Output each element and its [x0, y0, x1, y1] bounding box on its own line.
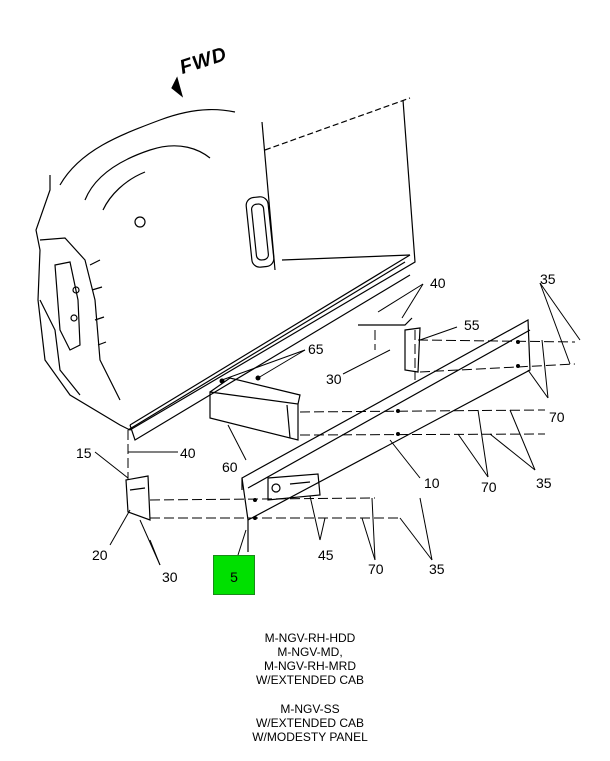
highlighted-callout-5[interactable]: 5: [213, 555, 255, 595]
fastener-65-a: [219, 378, 225, 384]
note-line: M-NGV-MD,: [277, 645, 343, 659]
note-line: W/MODESTY PANEL: [252, 730, 368, 744]
callout-35-mid: 35: [536, 475, 552, 491]
bracket-15: [125, 475, 151, 521]
pillar-detail: [39, 237, 121, 401]
callout-70-bottom: 70: [368, 561, 384, 577]
callout-70-right: 70: [549, 409, 565, 425]
note-line: M-NGV-RH-HDD: [264, 631, 356, 645]
highlighted-callout-label: 5: [230, 569, 238, 585]
bracket-60: [209, 391, 299, 441]
callout-70-mid: 70: [481, 479, 497, 495]
callout-40-top: 40: [430, 275, 446, 291]
callout-40-left: 40: [180, 445, 196, 461]
bracket-55: [404, 327, 421, 373]
callout-20: 20: [92, 547, 108, 563]
door-handle: [245, 196, 275, 268]
note-line: M-NGV-RH-MRD: [264, 659, 356, 673]
callout-65: 65: [308, 341, 324, 357]
callout-30-bottom: 30: [162, 569, 178, 585]
note-line: M-NGV-SS: [280, 702, 340, 716]
notes-group-2: M-NGV-SS W/EXTENDED CAB W/MODESTY PANEL: [200, 702, 420, 744]
door-rear-edge: [129, 254, 411, 426]
step-panel: [241, 319, 531, 521]
note-line: W/EXTENDED CAB: [255, 673, 364, 687]
cab-body-outline: [35, 99, 416, 431]
callout-15: 15: [76, 445, 92, 461]
notes-group-1: M-NGV-RH-HDD M-NGV-MD, M-NGV-RH-MRD W/EX…: [200, 631, 420, 687]
callout-30-mid: 30: [326, 371, 342, 387]
callout-60: 60: [222, 459, 238, 475]
fwd-arrow: [171, 76, 184, 98]
callout-35-top: 35: [540, 271, 556, 287]
callout-35-bottom: 35: [429, 561, 445, 577]
callout-55: 55: [464, 317, 480, 333]
note-line: W/EXTENDED CAB: [255, 716, 364, 730]
callout-10: 10: [424, 475, 440, 491]
cab-door-frame: [59, 108, 236, 186]
callout-45: 45: [318, 547, 334, 563]
bracket-45: [267, 473, 321, 501]
fastener-65-b: [255, 375, 261, 381]
door-window-edge: [84, 145, 211, 201]
